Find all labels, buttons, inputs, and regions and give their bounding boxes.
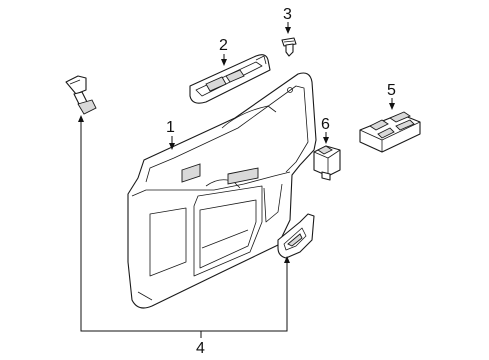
door-trim-panel xyxy=(127,72,317,309)
pull-handle-left xyxy=(65,75,97,115)
callout-3: 3 xyxy=(283,6,292,23)
pull-handle-right xyxy=(277,213,315,259)
leader-4 xyxy=(78,115,290,338)
callout-6: 6 xyxy=(321,116,330,133)
leader-1 xyxy=(169,136,175,150)
callout-4: 4 xyxy=(196,340,205,357)
callout-1: 1 xyxy=(166,119,175,136)
leader-3 xyxy=(285,22,291,34)
leader-2 xyxy=(221,54,227,66)
clip xyxy=(281,37,297,57)
callout-5: 5 xyxy=(387,82,396,99)
lock-switch xyxy=(313,145,341,181)
leader-5 xyxy=(389,98,395,110)
window-switch xyxy=(359,111,421,153)
callout-2: 2 xyxy=(219,37,228,54)
switch-bezel xyxy=(189,54,271,104)
leader-6 xyxy=(323,132,329,144)
